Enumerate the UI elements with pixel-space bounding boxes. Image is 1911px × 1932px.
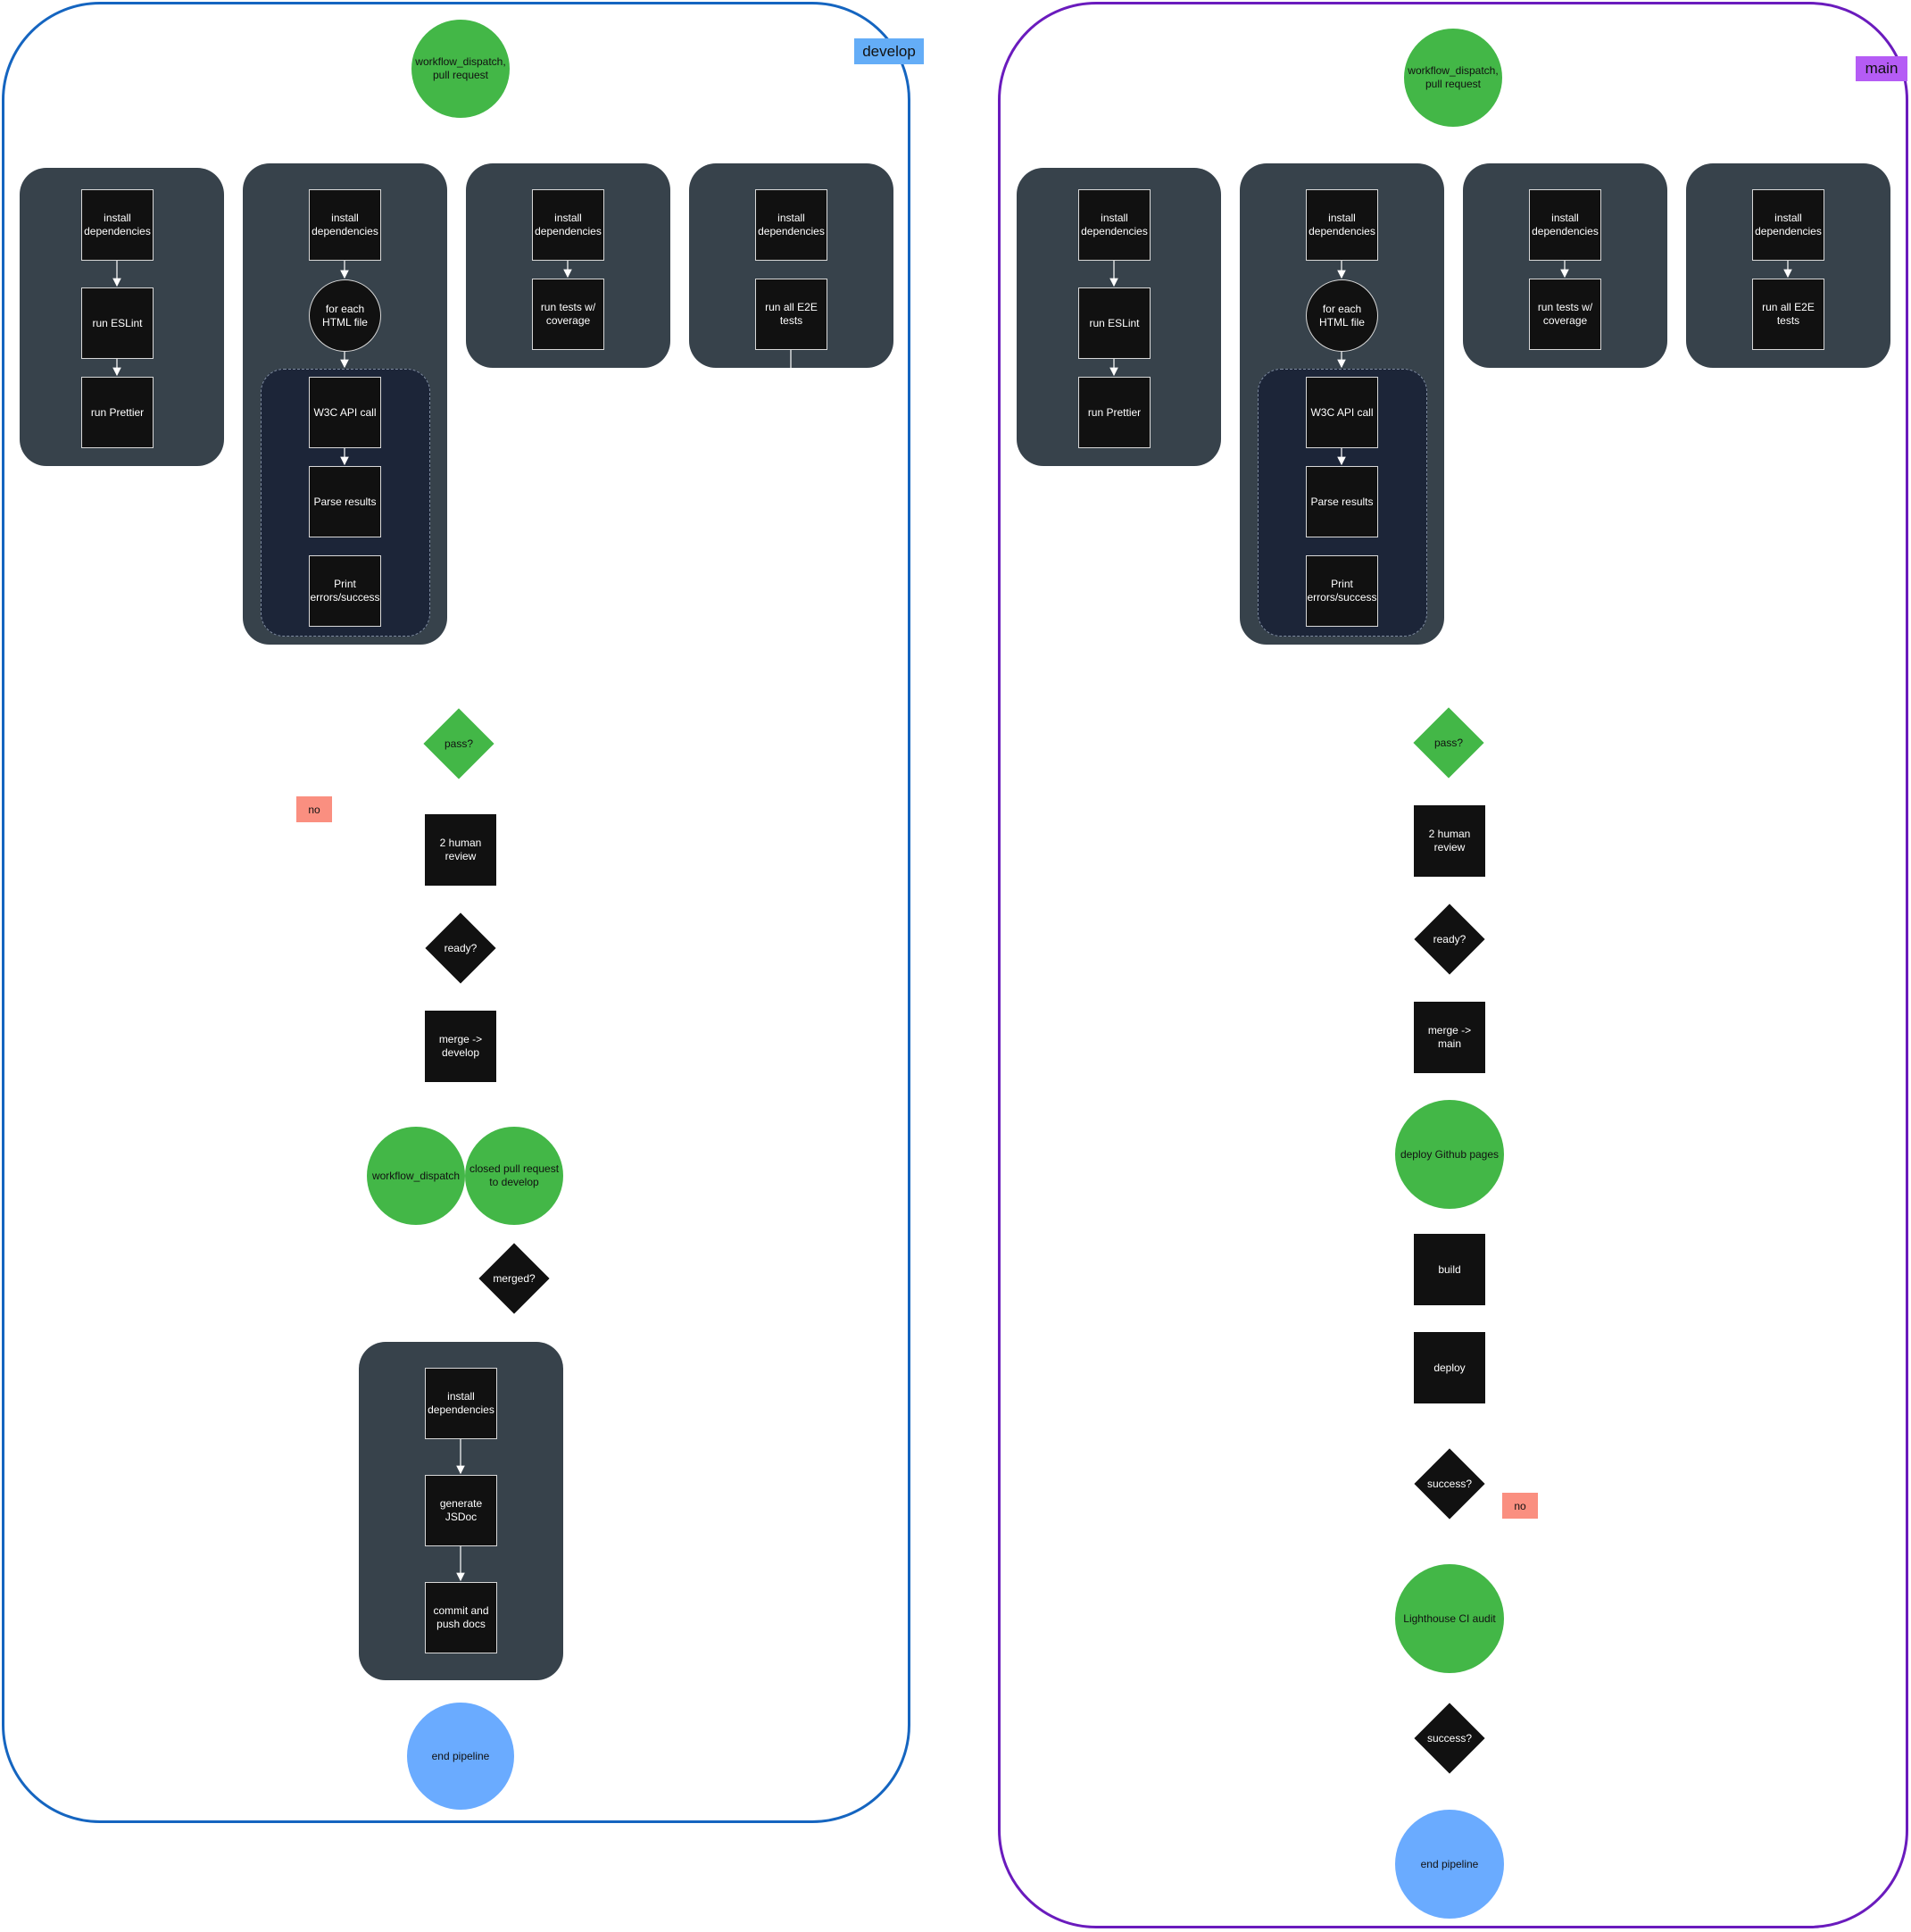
main-no-badge: no [1502, 1493, 1538, 1519]
develop-lane [2, 2, 910, 1823]
main-lint-install-step: install dependencies [1078, 189, 1151, 261]
develop-e2e-run-step: run all E2E tests [755, 279, 827, 350]
main-ready-decision: ready? [1414, 904, 1485, 975]
develop-e2e-install-step: install dependencies [755, 189, 827, 261]
main-eslint-step: run ESLint [1078, 287, 1151, 359]
main-print-results-step: Print errors/success [1306, 555, 1378, 627]
develop-trigger-node: workflow_dispatch, pull request [411, 20, 510, 118]
main-parse-results-step: Parse results [1306, 466, 1378, 537]
develop-coverage-step: run tests w/ coverage [532, 279, 604, 350]
main-pass-decision: pass? [1413, 707, 1484, 779]
main-deploy-step: deploy [1414, 1332, 1485, 1403]
main-e2e-run-step: run all E2E tests [1752, 279, 1824, 350]
develop-html-install-step: install dependencies [309, 189, 381, 261]
main-trigger-node: workflow_dispatch, pull request [1404, 29, 1502, 127]
develop-merged-decision: merged? [478, 1243, 550, 1314]
main-lane [998, 2, 1908, 1928]
develop-end-node: end pipeline [407, 1703, 514, 1810]
main-coverage-step: run tests w/ coverage [1529, 279, 1601, 350]
develop-lint-install-step: install dependencies [81, 189, 154, 261]
develop-test-install-step: install dependencies [532, 189, 604, 261]
develop-jsdoc-step: generate JSDoc [425, 1475, 497, 1546]
main-merge-step: merge -> main [1414, 1002, 1485, 1073]
main-prettier-step: run Prettier [1078, 377, 1151, 448]
develop-ready-decision: ready? [425, 912, 496, 984]
main-end-node: end pipeline [1395, 1810, 1504, 1919]
develop-prettier-step: run Prettier [81, 377, 154, 448]
main-lane-tag: main [1856, 56, 1907, 81]
develop-print-results-step: Print errors/success [309, 555, 381, 627]
main-e2e-install-step: install dependencies [1752, 189, 1824, 261]
develop-push-docs-step: commit and push docs [425, 1582, 497, 1653]
main-lighthouse-node: Lighthouse CI audit [1395, 1564, 1504, 1673]
develop-parse-results-step: Parse results [309, 466, 381, 537]
develop-lane-tag: develop [854, 38, 924, 64]
main-review-step: 2 human review [1414, 805, 1485, 877]
develop-pass-decision: pass? [423, 708, 494, 779]
develop-w3c-call-step: W3C API call [309, 377, 381, 448]
develop-docs-trigger-dispatch: workflow_dispatch [367, 1127, 465, 1225]
main-success-decision-2: success? [1414, 1703, 1485, 1774]
main-html-loop-node: for each HTML file [1306, 279, 1378, 352]
main-deploy-trigger-node: deploy Github pages [1395, 1100, 1504, 1209]
develop-html-loop-node: for each HTML file [309, 279, 381, 352]
main-html-install-step: install dependencies [1306, 189, 1378, 261]
develop-docs-install-step: install dependencies [425, 1368, 497, 1439]
main-test-install-step: install dependencies [1529, 189, 1601, 261]
develop-eslint-step: run ESLint [81, 287, 154, 359]
main-success-decision-1: success? [1414, 1448, 1485, 1520]
main-w3c-call-step: W3C API call [1306, 377, 1378, 448]
develop-no-badge: no [296, 796, 332, 822]
develop-review-step: 2 human review [425, 814, 496, 886]
develop-docs-trigger-closed-pr: closed pull request to develop [465, 1127, 563, 1225]
develop-merge-step: merge -> develop [425, 1011, 496, 1082]
main-build-step: build [1414, 1234, 1485, 1305]
